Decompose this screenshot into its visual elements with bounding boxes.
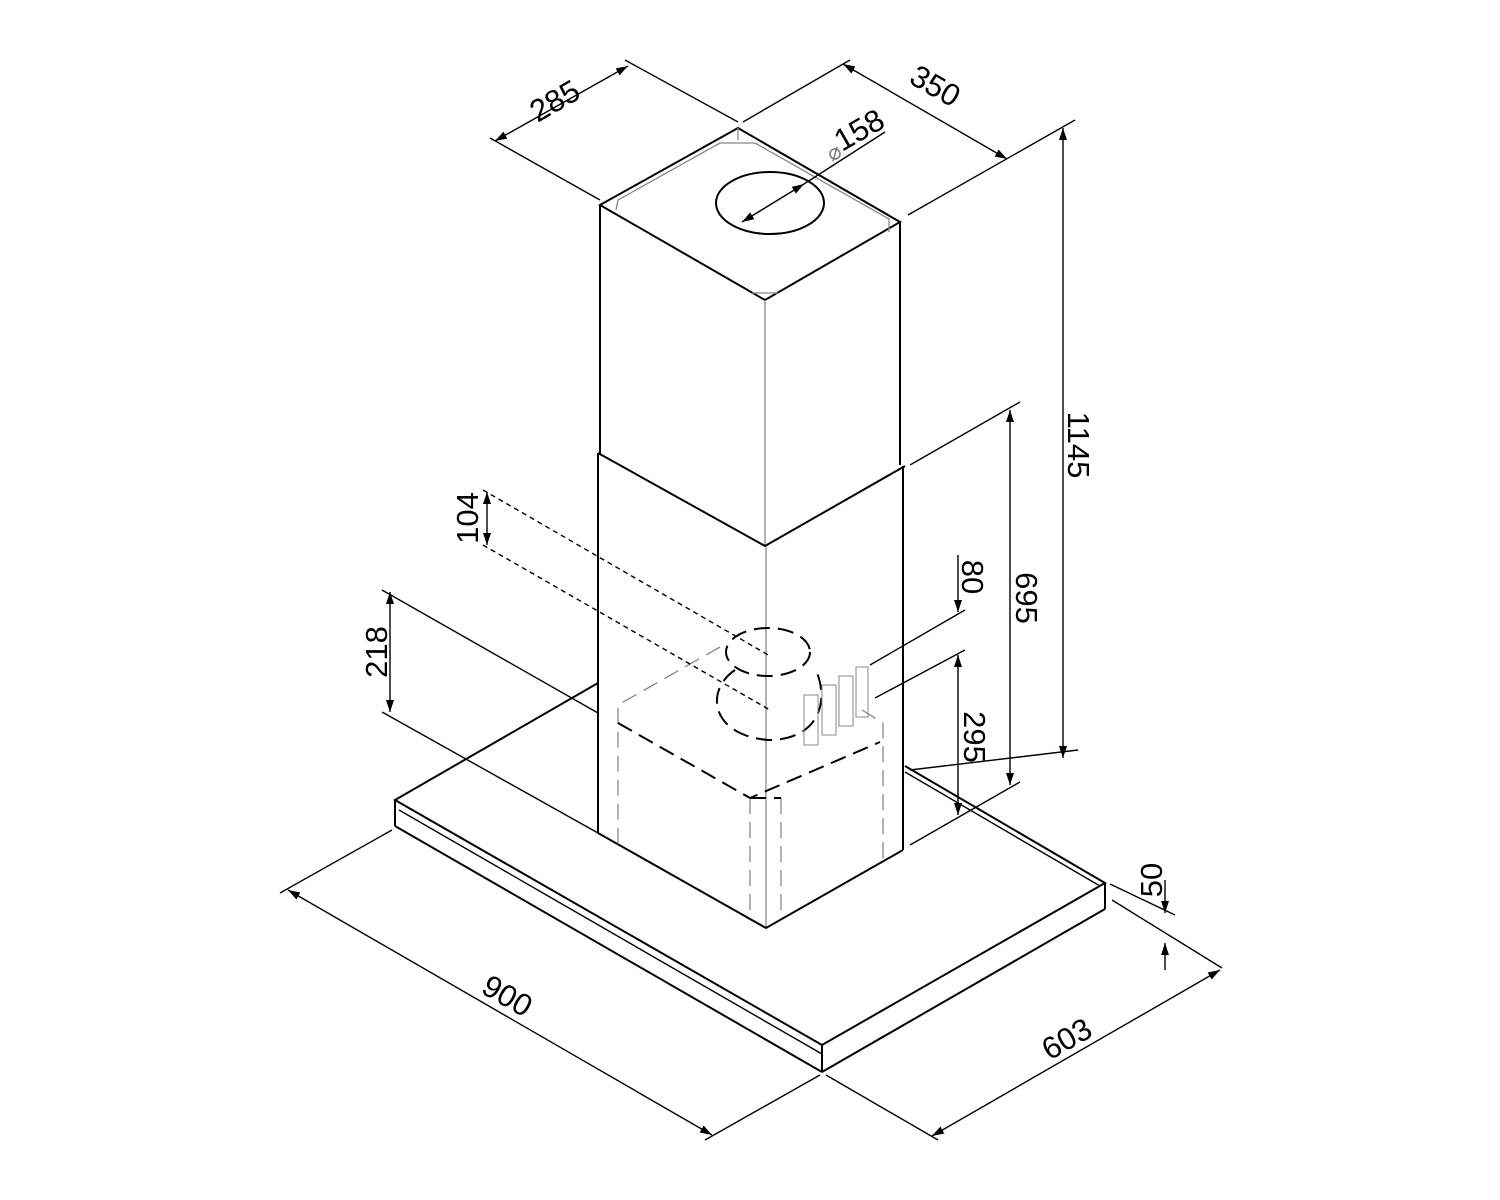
dim-695: 695 <box>1009 572 1044 624</box>
dim-285: 285 <box>524 73 586 129</box>
duct-opening <box>715 171 825 235</box>
hidden-motor <box>617 627 884 915</box>
vent-grille-icon <box>803 666 869 746</box>
dim-104: 104 <box>450 492 485 544</box>
lower-chimney <box>597 452 906 930</box>
dimension-lines <box>279 59 1223 1141</box>
dim-80: 80 <box>955 560 990 594</box>
upper-chimney <box>597 126 902 545</box>
dim-218: 218 <box>359 626 394 678</box>
dim-603: 603 <box>1036 1011 1098 1067</box>
dim-900: 900 <box>476 968 538 1024</box>
dim-295: 295 <box>957 711 992 763</box>
dim-1145: 1145 <box>1061 412 1096 479</box>
dim-50: 50 <box>1134 863 1169 897</box>
